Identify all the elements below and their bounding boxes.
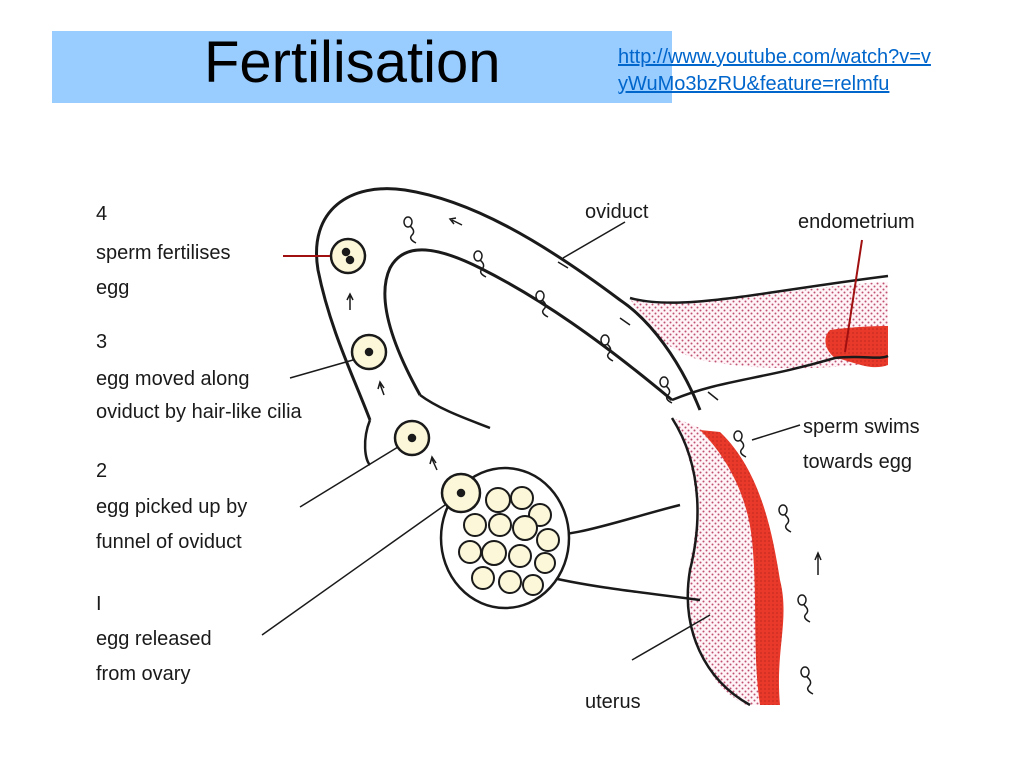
step4-line2: egg: [96, 277, 129, 299]
oviduct-funnel: [363, 419, 372, 466]
step3-line2: oviduct by hair-like cilia: [96, 401, 303, 423]
uterus-wall-lower: [672, 418, 760, 705]
step3-line1: egg moved along: [96, 368, 249, 390]
step2-line1: egg picked up by: [96, 496, 247, 518]
title-banner: [52, 31, 672, 103]
step4-line1: sperm fertilises: [96, 242, 230, 264]
egg-step2: [393, 419, 431, 457]
oviduct-outline: [315, 187, 702, 421]
oviduct-funnel-inner: [419, 393, 491, 430]
step2-number: 2: [96, 460, 107, 482]
uterus-outline-upper: [629, 274, 889, 304]
leader-lines: [261, 221, 863, 661]
youtube-link[interactable]: http://www.youtube.com/watch?v=vyWuMo3bz…: [618, 46, 931, 95]
step1-line1: egg released: [96, 628, 212, 650]
oviduct-label: oviduct: [585, 201, 649, 223]
slide-title: Fertilisation: [204, 30, 501, 95]
step2-line2: funnel of oviduct: [96, 531, 242, 553]
uterus-outline-lower: [670, 417, 751, 707]
egg-step4: [329, 237, 367, 275]
uterus-outline-inner: [671, 354, 889, 402]
endometrium-lower: [700, 430, 784, 705]
uterus-wall-upper: [630, 282, 888, 369]
endometrium-label: endometrium: [798, 211, 915, 233]
oviduct-inner: [383, 248, 673, 402]
egg-step3: [350, 333, 388, 371]
step1-line2: from ovary: [96, 663, 190, 685]
ovary-follicles: [458, 486, 560, 596]
movement-arrows: [346, 217, 822, 575]
sperm-cells: [403, 216, 814, 695]
egg-step1: [440, 472, 482, 514]
sperm-label-line1: sperm swims: [803, 416, 920, 438]
step3-number: 3: [96, 331, 107, 353]
step1-number: I: [96, 593, 102, 615]
step4-number: 4: [96, 203, 107, 225]
uterus-label: uterus: [585, 691, 641, 713]
sperm-label-line2: towards egg: [803, 451, 912, 473]
